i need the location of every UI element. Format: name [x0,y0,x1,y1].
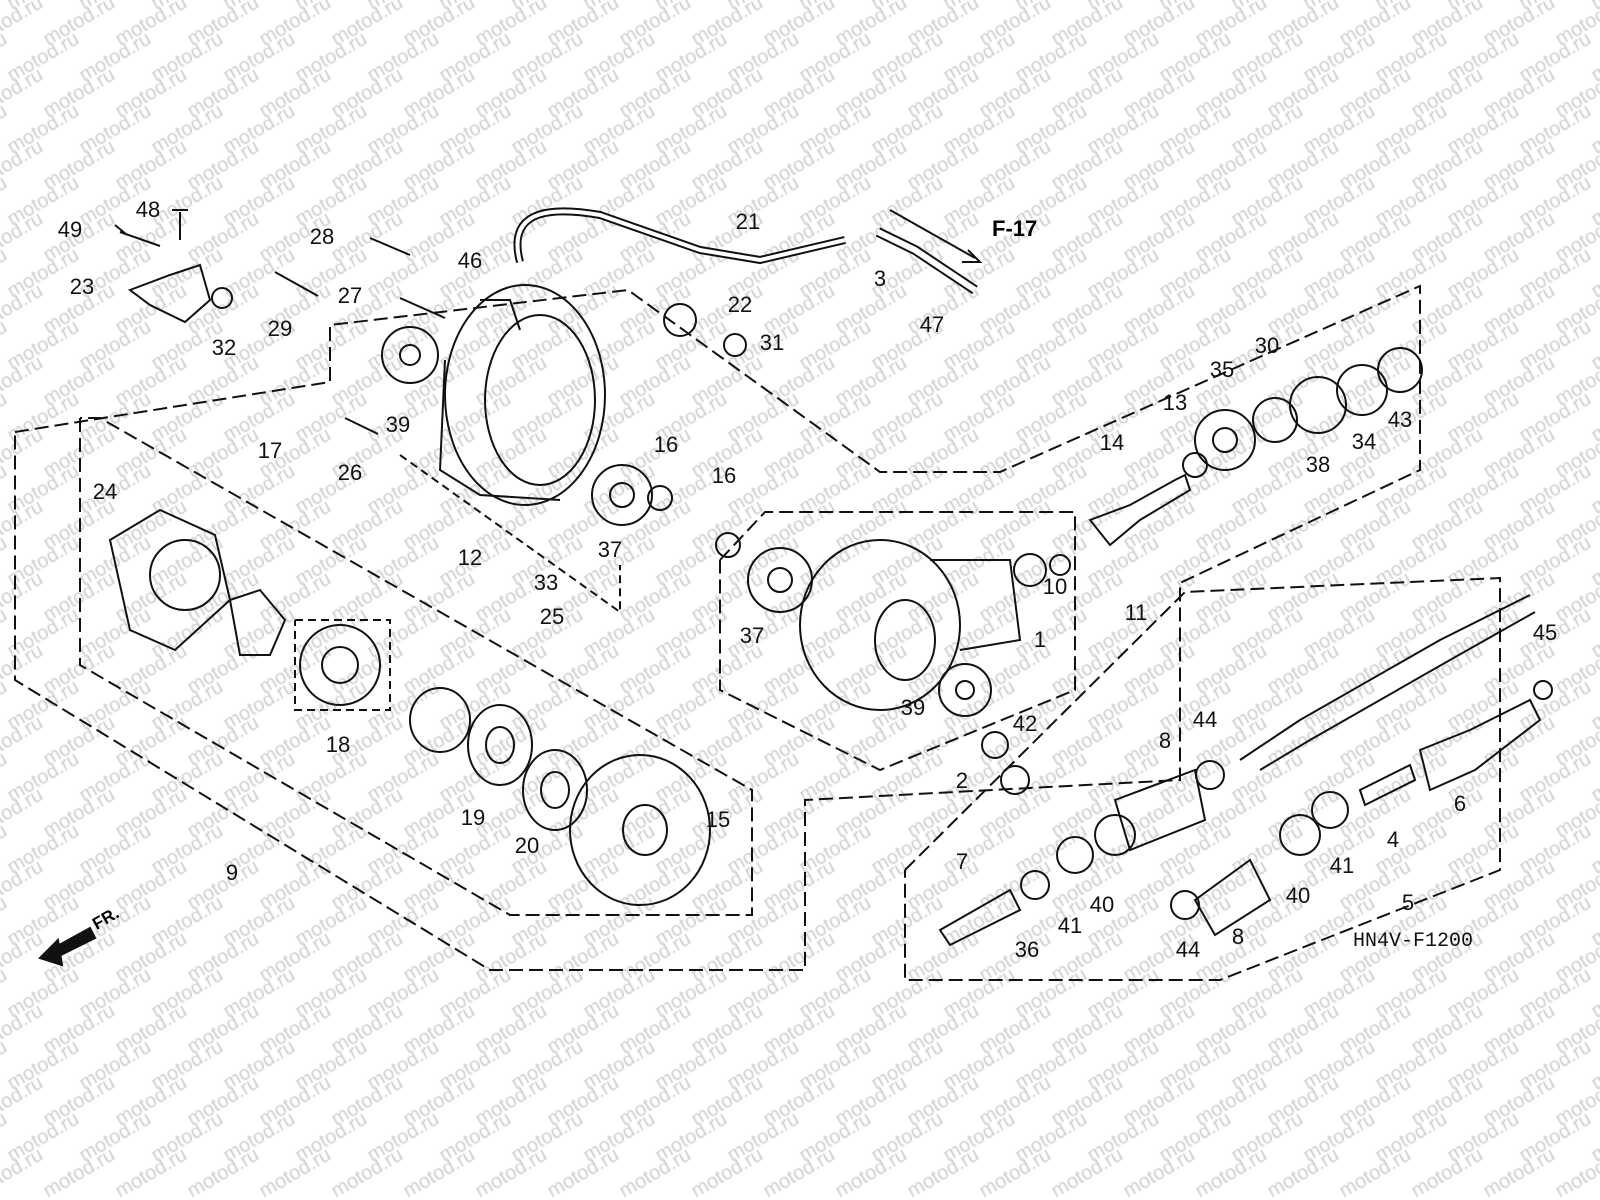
bolts [114,209,446,435]
part-callout[interactable]: 22 [727,292,753,317]
part-callout[interactable]: 42 [1012,711,1038,736]
part-callout[interactable]: 49 [57,217,83,242]
differential-parts [108,508,711,906]
part-callout[interactable]: 40 [1285,883,1311,908]
part-callout[interactable]: 16 [653,432,679,457]
part-callout[interactable]: 6 [1453,791,1467,816]
pinion-gear [1088,473,1192,547]
part-callout[interactable]: 48 [135,197,161,222]
breather-hose [513,207,846,265]
part-callout[interactable]: 46 [457,248,483,273]
part-callout[interactable]: 21 [735,209,761,234]
group-outline-37 [399,454,621,614]
part-callout[interactable]: 45 [1532,620,1558,645]
part-callout[interactable]: 8 [1231,924,1245,949]
part-callout[interactable]: 13 [1162,390,1188,415]
part-callout[interactable]: 33 [533,570,559,595]
front-arrow [38,926,97,967]
part-callout[interactable]: 16 [711,463,737,488]
part-callout[interactable]: 43 [1387,407,1413,432]
part-callout[interactable]: 10 [1042,574,1068,599]
part-callout[interactable]: 40 [1089,892,1115,917]
part-callout[interactable]: 37 [597,537,623,562]
part-callout[interactable]: 44 [1175,937,1201,962]
part-callout[interactable]: 39 [900,695,926,720]
part-callout[interactable]: 24 [92,479,118,504]
part-callout[interactable]: 17 [257,438,283,463]
part-callout[interactable]: 19 [460,805,486,830]
gear-case-12 [438,284,606,506]
reference-label[interactable]: F-17 [992,216,1038,241]
bearings [381,303,1423,795]
part-callout[interactable]: 39 [385,412,411,437]
group-outline-17 [79,417,753,916]
final-gear-housing-11 [799,539,1022,711]
part-callout[interactable]: 9 [225,860,239,885]
part-callout[interactable]: 1 [1033,627,1047,652]
part-callout[interactable]: 11 [1124,600,1148,625]
part-callout[interactable]: 31 [759,330,785,355]
part-callout[interactable]: 36 [1014,937,1040,962]
part-callout[interactable]: 28 [309,224,335,249]
part-callout[interactable]: 14 [1099,430,1125,455]
part-callout[interactable]: 4 [1386,827,1400,852]
part-callout[interactable]: 41 [1329,853,1355,878]
part-callout[interactable]: 5 [1401,890,1415,915]
group-outline-9 [14,284,1421,971]
part-callout[interactable]: 23 [69,274,95,299]
part-callout[interactable]: 25 [539,604,565,629]
part-callout[interactable]: 41 [1057,913,1083,938]
part-callout[interactable]: 44 [1192,707,1218,732]
part-callout[interactable]: 20 [514,833,540,858]
part-callout[interactable]: 27 [337,283,363,308]
group-outline-5 [904,576,1501,981]
part-callout[interactable]: 35 [1209,357,1235,382]
drive-shafts [938,594,1553,947]
part-callout[interactable]: 15 [705,807,731,832]
part-callout[interactable]: 38 [1305,452,1331,477]
part-callout[interactable]: 30 [1254,333,1280,358]
part-callout[interactable]: 29 [267,316,293,341]
group-outline-11 [719,511,1076,772]
part-callout[interactable]: 7 [955,849,969,874]
part-callout[interactable]: 32 [211,335,237,360]
part-callout[interactable]: 3 [873,266,887,291]
diagram-code: HN4V-F1200 [1353,930,1474,953]
ref-arrow [889,209,983,263]
part-callout[interactable]: 12 [457,545,483,570]
part-callout[interactable]: 47 [919,312,945,337]
bracket [127,263,212,324]
part-callout[interactable]: 8 [1158,728,1172,753]
part-callout[interactable]: 37 [739,623,765,648]
part-callout[interactable]: 2 [955,768,969,793]
part-callout[interactable]: 26 [337,460,363,485]
part-callout[interactable]: 34 [1351,429,1377,454]
group-outline-18 [294,619,391,711]
part-callout[interactable]: 18 [325,732,351,757]
